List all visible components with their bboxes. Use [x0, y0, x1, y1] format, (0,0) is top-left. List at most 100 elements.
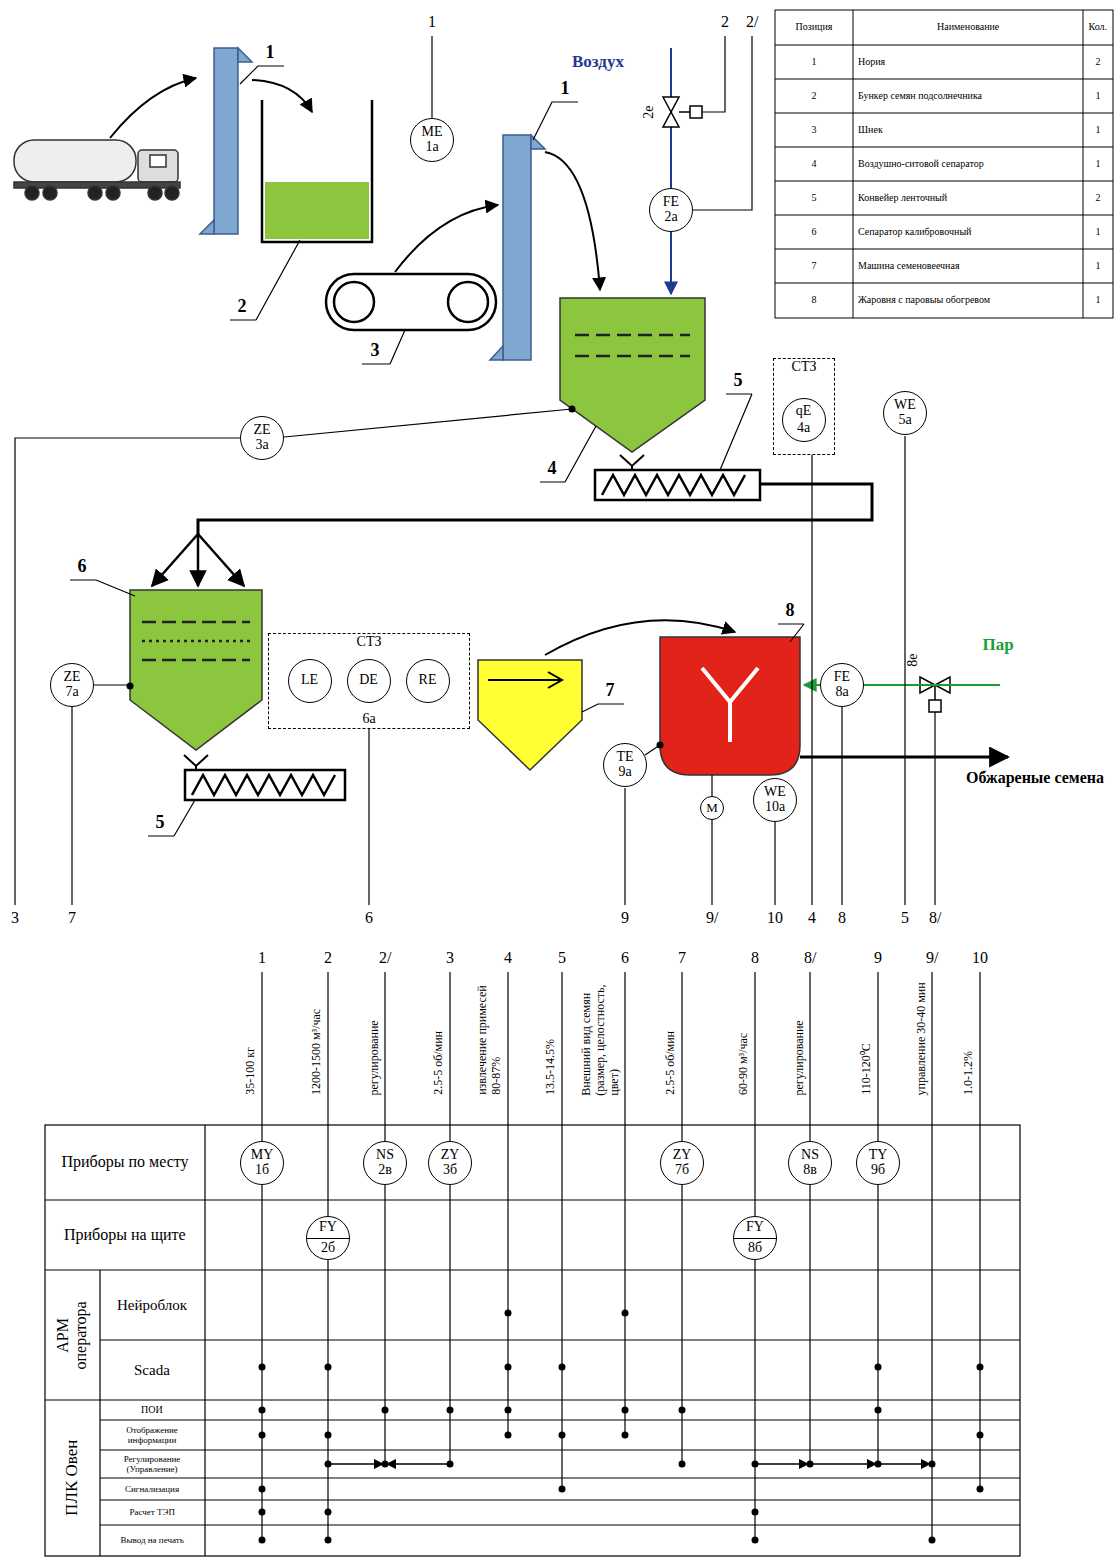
column-line: [624, 972, 625, 1435]
instrument-table: [45, 1125, 1020, 1556]
instrument-circle: RE: [406, 659, 450, 703]
instrument-tag: LE: [301, 672, 318, 689]
column-line: [679, 1461, 686, 1468]
column-number: 7: [678, 949, 686, 967]
winnowing-machine: [478, 660, 582, 770]
leader-line: [230, 240, 300, 320]
line-number: 7: [68, 909, 76, 927]
table-cell: Наименование: [937, 21, 999, 33]
row-header: Расчет ТЭП: [130, 1507, 175, 1517]
column-number: 10: [972, 949, 988, 967]
row-header: ПОИ: [141, 1404, 163, 1416]
instrument-tag: FE: [834, 670, 850, 685]
parameter-text: 2.5-5 об/мин: [432, 1031, 446, 1095]
instrument-circle: FE8а: [820, 663, 864, 707]
line-number: 6: [365, 909, 373, 927]
steam-roaster: [657, 637, 801, 775]
column-number: 4: [504, 949, 512, 967]
control-valve: [663, 97, 679, 127]
instrument-tag: FY: [319, 1220, 337, 1235]
calibration-separator: [130, 590, 262, 750]
column-line: [977, 1364, 984, 1371]
tanker-truck: [148, 186, 162, 200]
belt-conveyor: [448, 282, 488, 322]
equipment-table: [775, 10, 1113, 318]
equipment-table: [775, 10, 1113, 318]
instrument-tag: 1б: [255, 1163, 269, 1178]
seed-bunker: [262, 100, 372, 242]
line-number: 3: [11, 909, 19, 927]
column-line: [325, 1537, 332, 1544]
column-line: [261, 972, 262, 1540]
screw-conveyor: [185, 770, 345, 800]
tanker-truck: [14, 140, 180, 200]
leader-line: [540, 426, 596, 482]
instrument-tag: FE: [663, 195, 679, 210]
row-header: Нейроблок: [117, 1297, 187, 1314]
instrument-tag: 2а: [664, 210, 677, 225]
column-number: 8: [751, 949, 759, 967]
callout-number: 4: [548, 458, 557, 479]
callout-number: 3: [371, 340, 380, 361]
column-line: [387, 1463, 450, 1465]
column-number: 2: [324, 949, 332, 967]
instrument-tag: RE: [419, 672, 437, 689]
instrument-tag: 10а: [765, 800, 785, 815]
column-line: [752, 1509, 759, 1516]
tanker-truck: [138, 150, 178, 182]
instrument-circle: ME1а: [410, 118, 454, 162]
parameter-text: 1.0-1.2%: [962, 1051, 976, 1095]
table-cell: Шнек: [858, 124, 883, 136]
instrument-tag: TE: [616, 750, 633, 765]
belt-conveyor: [326, 274, 496, 330]
line-number: 8/: [929, 909, 941, 927]
seed-bunker: [262, 100, 372, 242]
column-line: [755, 1463, 808, 1465]
instrument-tag: СТЗ: [792, 359, 817, 376]
tanker-truck: [43, 186, 57, 200]
signal-line: [624, 788, 625, 905]
instrument-table: [45, 1125, 1020, 1556]
table-cell: 1: [1096, 124, 1101, 136]
row-header: Вывод на печать: [121, 1535, 184, 1545]
column-line: [505, 1310, 512, 1317]
callout-number: 7: [606, 680, 615, 701]
product-pipe: [197, 534, 200, 586]
signal-line: [71, 707, 72, 905]
screw-conveyor: [595, 470, 760, 500]
table-cell: Конвейер ленточный: [858, 192, 947, 204]
column-line: [929, 1537, 936, 1544]
instrument-tag: 6а: [362, 711, 375, 728]
signal-line: [645, 745, 660, 755]
instrument-tag: 7а: [65, 685, 78, 700]
instrument-tag: FY: [746, 1220, 764, 1235]
column-number: 5: [558, 949, 566, 967]
bucket-elevator: [238, 48, 252, 62]
instrument-circle: M: [700, 796, 724, 820]
steam-roaster: [702, 668, 758, 742]
callout-number: 5: [734, 370, 743, 391]
row-header: ПЛК Овен: [62, 1440, 82, 1516]
instrument-tag: 9а: [618, 765, 631, 780]
instrument-tag: 3а: [255, 438, 268, 453]
instrument-tag: СТЗ: [357, 634, 382, 651]
instrument-tag: WE: [764, 785, 786, 800]
signal-line: [431, 36, 432, 118]
instrument-tag: ME: [422, 125, 443, 140]
instrument-circle: ZY3б: [428, 1141, 472, 1185]
parameter-text: 2.5-5 об/мин: [664, 1031, 678, 1095]
table-cell: 2: [812, 90, 817, 102]
instrument-tag: TY: [869, 1148, 888, 1163]
control-valve: [663, 97, 950, 712]
winnowing-machine: [488, 672, 562, 688]
table-cell: 1: [812, 56, 817, 68]
callout-number: 8: [786, 600, 795, 621]
flow-arrow: [110, 78, 735, 655]
row-header: АРМ оператора: [54, 1290, 91, 1380]
instrument-tag: 7б: [675, 1163, 689, 1178]
instrument-tag: ZE: [63, 670, 80, 685]
parameter-text: управление 30-40 мин: [914, 982, 928, 1095]
column-line: [679, 1407, 686, 1414]
instrument-tag: 2б: [321, 1241, 335, 1256]
signal-line: [702, 36, 725, 112]
